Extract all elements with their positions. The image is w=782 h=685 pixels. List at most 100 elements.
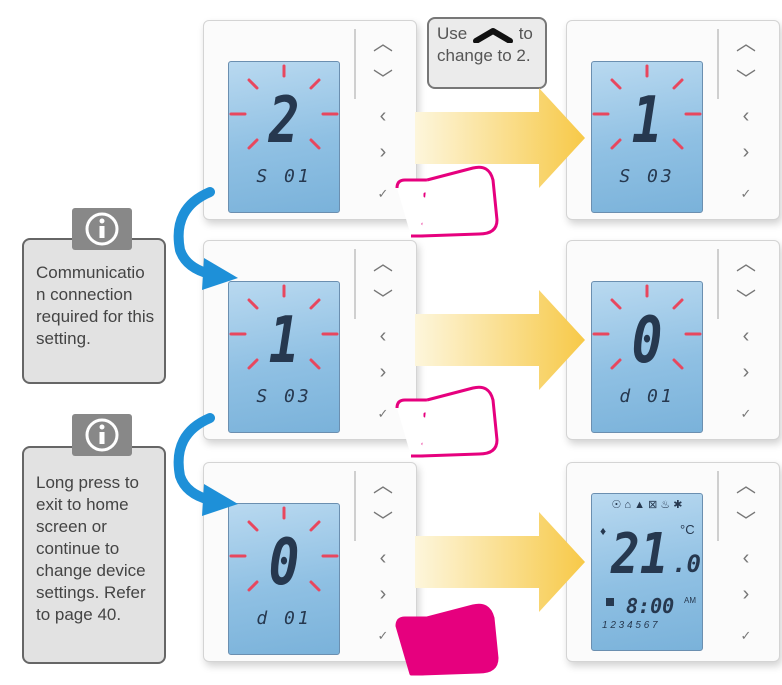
menu-icon: ✓	[377, 186, 389, 201]
menu-button[interactable]: ✓	[368, 181, 398, 207]
blink-rays-icon	[592, 64, 702, 150]
left-chevron-icon: ‹	[379, 547, 387, 569]
down-chevron-icon: ﹀	[373, 289, 393, 311]
transition-arrow-icon	[415, 290, 585, 390]
info-callout: Communicatio n connection required for t…	[22, 238, 166, 384]
lcd-home-screen: ☉ ⌂ ▲ ⊠ ♨ ✱ ♦ 21 °C .0 8:00 AM 1 2 3 4 5…	[591, 493, 703, 651]
right-chevron-icon: ›	[742, 583, 750, 605]
divider	[354, 471, 356, 541]
transition-arrow-icon	[415, 512, 585, 612]
setting-value: 2	[268, 84, 300, 158]
time-display: 8:00	[626, 594, 675, 618]
menu-button[interactable]: ✓	[368, 623, 398, 649]
up-chevron-icon: ︿	[373, 33, 393, 55]
temperature-decimal: .0	[672, 550, 701, 578]
up-button[interactable]: ︿	[368, 251, 398, 277]
hint-callout: Use to change to 2.	[427, 17, 547, 89]
left-button[interactable]: ‹	[368, 545, 398, 571]
setting-code: d 01	[256, 608, 312, 629]
up-chevron-icon: ︿	[373, 475, 393, 497]
setting-code: S 03	[256, 386, 312, 407]
hint-prefix: Use	[437, 24, 468, 43]
down-button[interactable]: ﹀	[368, 67, 398, 93]
down-button[interactable]: ﹀	[368, 287, 398, 313]
right-chevron-icon: ›	[379, 583, 387, 605]
right-button[interactable]: ›	[368, 359, 398, 385]
down-chevron-icon: ﹀	[736, 289, 756, 311]
menu-button[interactable]: ✓	[731, 623, 761, 649]
left-button[interactable]: ‹	[731, 545, 761, 571]
pointing-hand-icon	[395, 165, 499, 238]
setting-value: 0	[268, 526, 300, 600]
up-chevron-icon: ︿	[736, 475, 756, 497]
down-button[interactable]: ﹀	[731, 509, 761, 535]
lcd-screen: 1 S 03	[228, 281, 340, 433]
info-icon	[85, 418, 119, 452]
thermostat-device: 0 d 01 ︿ ﹀ ‹ › ✓	[566, 240, 780, 440]
left-button[interactable]: ‹	[368, 103, 398, 129]
up-chevron-icon	[472, 27, 513, 44]
setting-value: 0	[631, 304, 663, 378]
right-button[interactable]: ›	[731, 581, 761, 607]
schedule-icon	[606, 598, 614, 606]
status-icons-row: ☉ ⌂ ▲ ⊠ ♨ ✱	[592, 498, 702, 511]
up-chevron-icon: ︿	[736, 253, 756, 275]
down-chevron-icon: ﹀	[736, 511, 756, 533]
menu-button[interactable]: ✓	[731, 401, 761, 427]
blink-rays-icon	[229, 506, 339, 592]
setting-code: S 01	[256, 166, 312, 187]
info-callout: Long press to exit to home screen or con…	[22, 446, 166, 664]
left-button[interactable]: ‹	[731, 323, 761, 349]
flame-icon: ♦	[600, 524, 607, 538]
blink-rays-icon	[229, 284, 339, 370]
menu-icon: ✓	[377, 628, 389, 643]
up-button[interactable]: ︿	[368, 473, 398, 499]
info-text: Communicatio n connection required for t…	[36, 263, 155, 348]
thermostat-device: 0 d 01 ︿ ﹀ ‹ › ✓	[203, 462, 417, 662]
menu-button[interactable]: ✓	[731, 181, 761, 207]
menu-icon: ✓	[740, 186, 752, 201]
hint-suffix: to	[518, 24, 533, 43]
right-button[interactable]: ›	[731, 139, 761, 165]
right-chevron-icon: ›	[379, 141, 387, 163]
transition-arrow-icon	[415, 88, 585, 188]
temperature-integer: 21	[611, 522, 669, 587]
up-button[interactable]: ︿	[731, 251, 761, 277]
lcd-screen: 2 S 01	[228, 61, 340, 213]
pointing-hand-icon	[395, 603, 499, 676]
thermostat-device: 1 S 03 ︿ ﹀ ‹ › ✓	[203, 240, 417, 440]
pointing-hand-icon	[395, 385, 499, 458]
menu-button[interactable]: ✓	[368, 401, 398, 427]
down-button[interactable]: ﹀	[731, 287, 761, 313]
info-text: Long press to exit to home screen or con…	[36, 473, 146, 624]
right-button[interactable]: ›	[731, 359, 761, 385]
temperature-unit: °C	[680, 522, 695, 537]
left-button[interactable]: ‹	[368, 323, 398, 349]
up-button[interactable]: ︿	[731, 473, 761, 499]
divider	[354, 29, 356, 99]
up-button[interactable]: ︿	[731, 31, 761, 57]
setting-code: S 03	[619, 166, 675, 187]
left-button[interactable]: ‹	[731, 103, 761, 129]
up-button[interactable]: ︿	[368, 31, 398, 57]
left-chevron-icon: ‹	[742, 105, 750, 127]
curved-arrow-icon	[173, 187, 238, 290]
lcd-screen: 0 d 01	[228, 503, 340, 655]
left-chevron-icon: ‹	[742, 325, 750, 347]
down-button[interactable]: ﹀	[731, 67, 761, 93]
time-ampm: AM	[684, 596, 696, 605]
setting-code: d 01	[619, 386, 675, 407]
info-badge	[72, 208, 132, 250]
thermostat-device: 1 S 03 ︿ ﹀ ‹ › ✓	[566, 20, 780, 220]
menu-icon: ✓	[377, 406, 389, 421]
right-button[interactable]: ›	[368, 139, 398, 165]
right-button[interactable]: ›	[368, 581, 398, 607]
setting-value: 1	[268, 304, 300, 378]
divider	[717, 249, 719, 319]
setting-value: 1	[631, 84, 663, 158]
up-chevron-icon: ︿	[373, 253, 393, 275]
blink-rays-icon	[592, 284, 702, 370]
down-button[interactable]: ﹀	[368, 509, 398, 535]
hint-line2: change to 2.	[437, 46, 531, 65]
thermostat-device: 2 S 01 ︿ ﹀ ‹ › ✓	[203, 20, 417, 220]
